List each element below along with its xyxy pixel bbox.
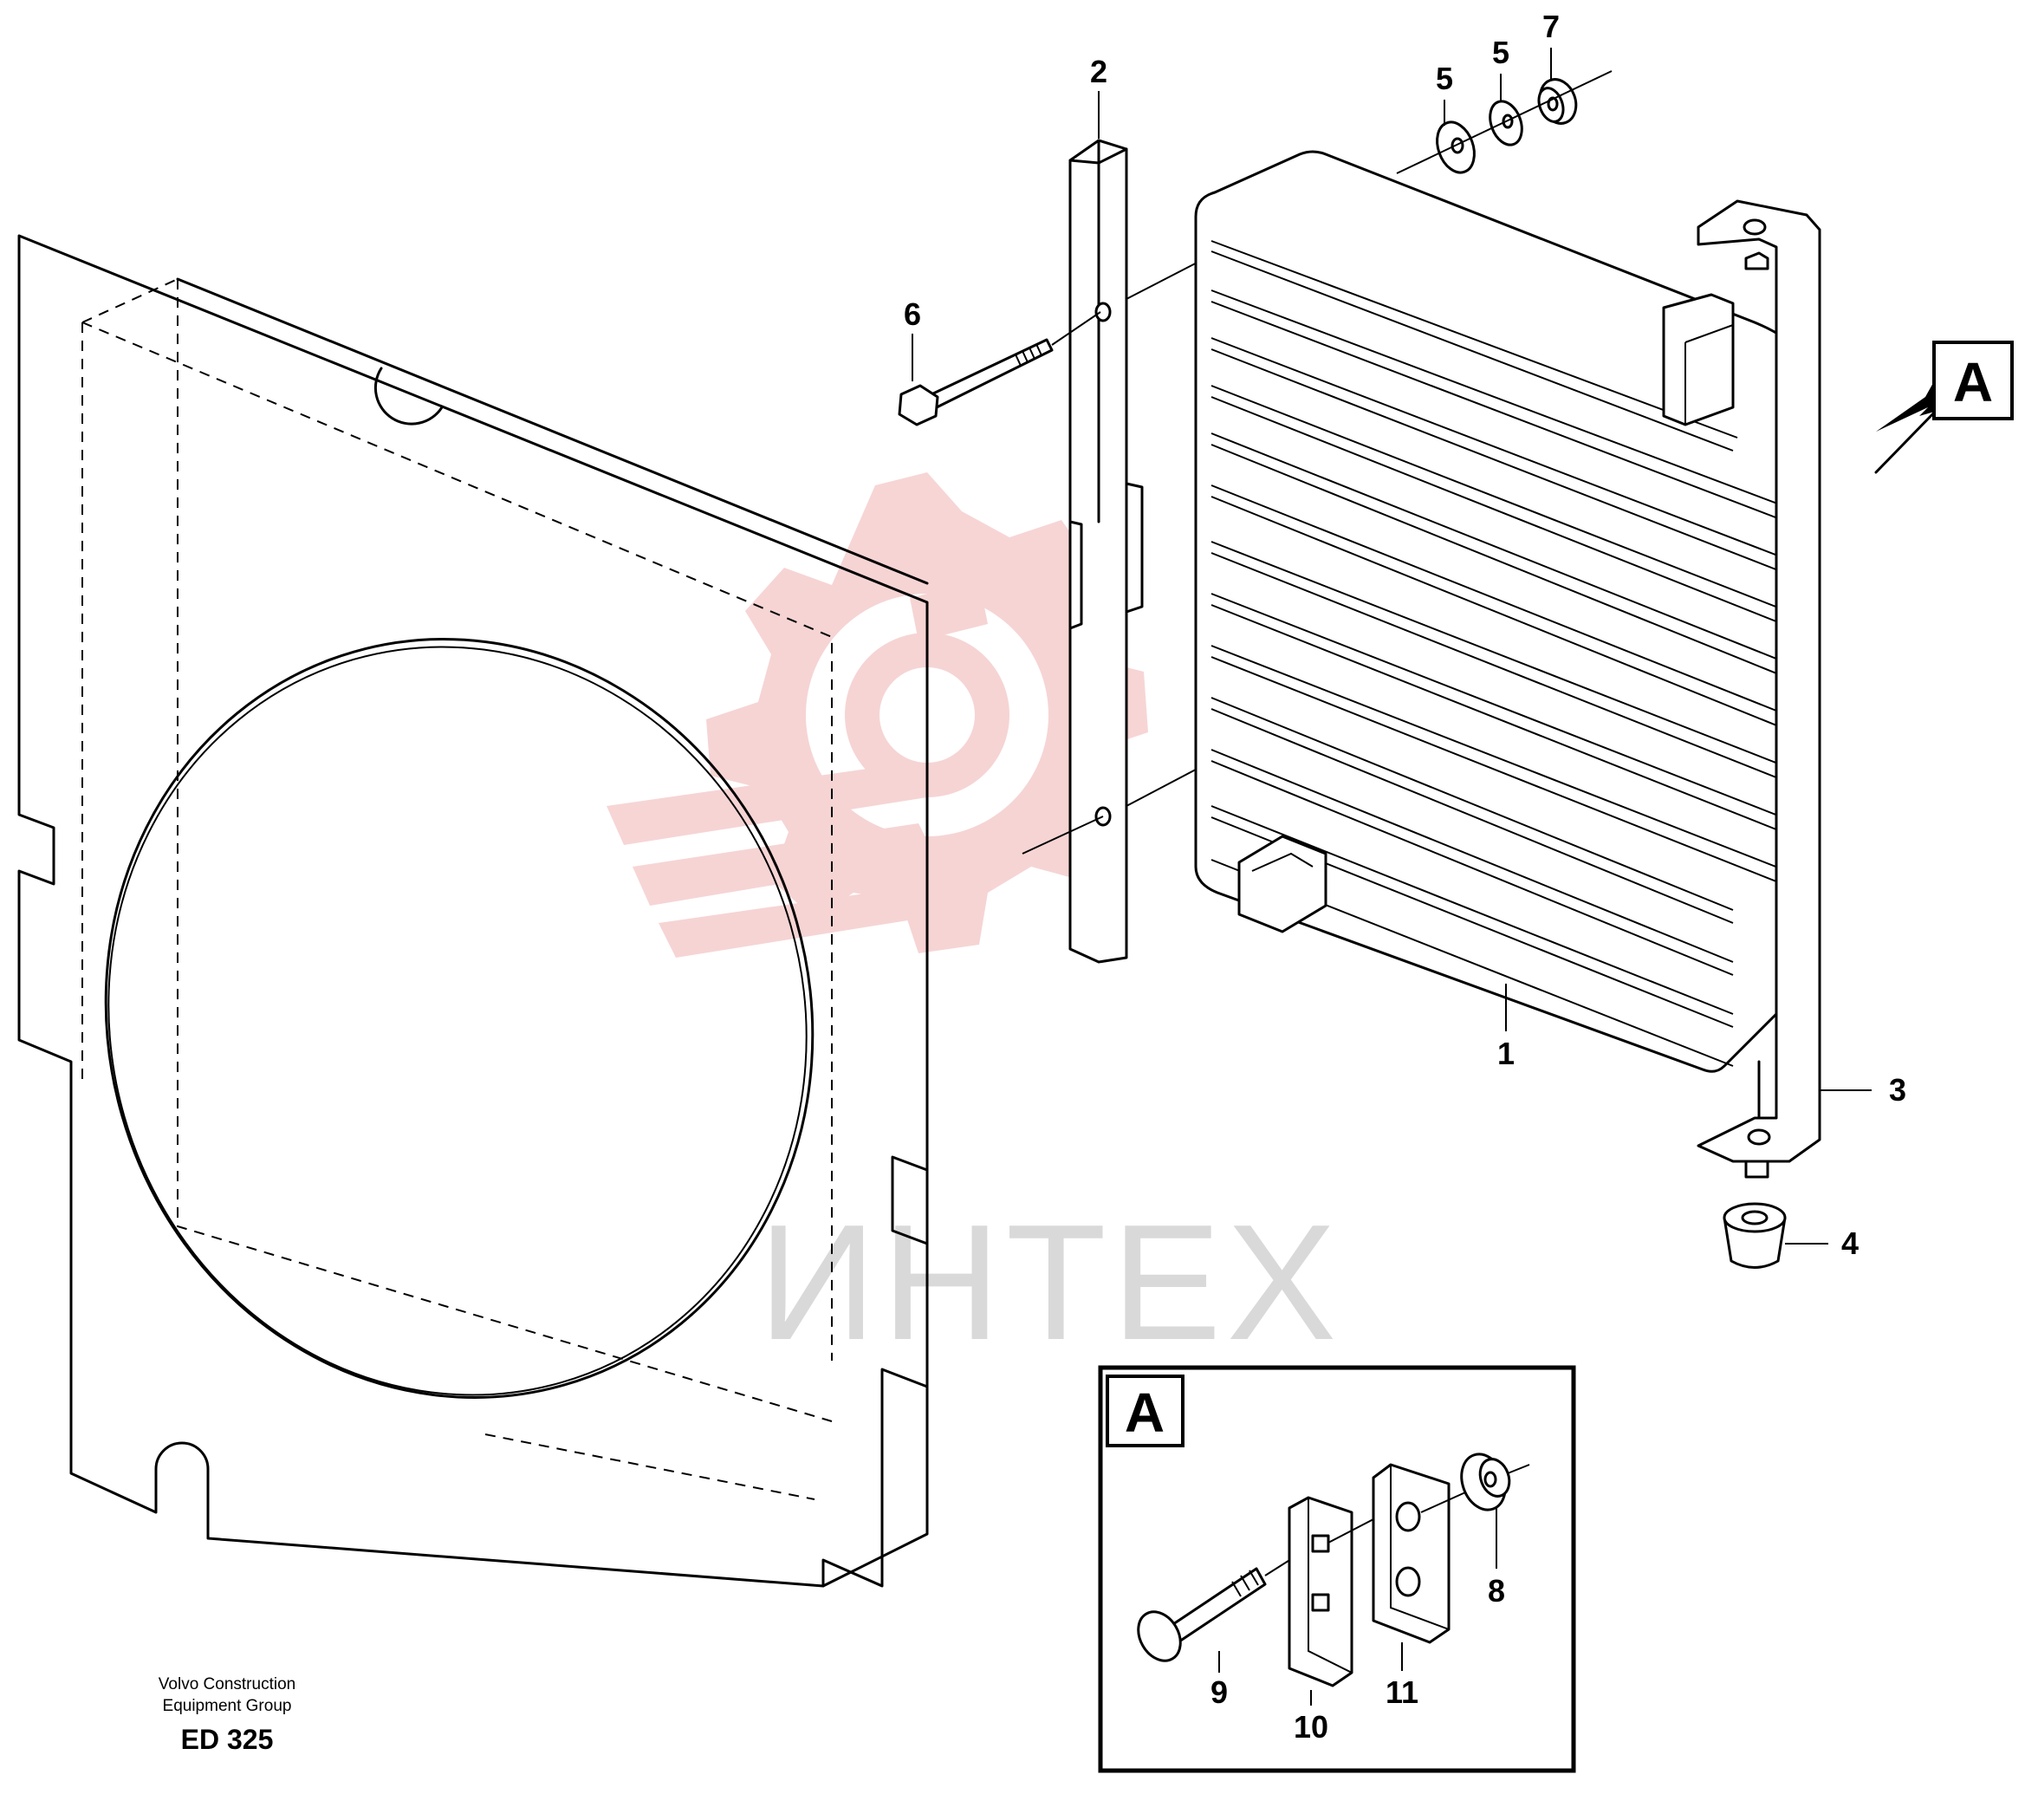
detail-a-inset — [1098, 1365, 1576, 1773]
callout-7: 7 — [1542, 9, 1560, 44]
control-unit-part-1 — [1194, 150, 1804, 1073]
callout-9: 9 — [1210, 1674, 1228, 1710]
callout-5a: 5 — [1436, 61, 1453, 96]
frame-bracket-part-3 — [1697, 199, 1821, 1179]
callout-11: 11 — [1386, 1674, 1418, 1710]
watermark-logo — [607, 472, 1148, 958]
callout-5b: 5 — [1492, 35, 1509, 70]
caption-code: ED 325 — [181, 1724, 274, 1755]
callout-2: 2 — [1090, 54, 1107, 89]
callout-10: 10 — [1294, 1709, 1328, 1745]
callout-1: 1 — [1497, 1036, 1515, 1071]
nut-part-7 — [1537, 78, 1578, 125]
view-ref-box — [1932, 341, 2014, 420]
callout-8: 8 — [1488, 1573, 1505, 1609]
view-arrow — [1876, 381, 1950, 432]
watermark-text: ИНТЕХ — [758, 1191, 1341, 1375]
bushing-part-4 — [1723, 1202, 1787, 1269]
stud-axis-line — [1396, 70, 1613, 174]
callout-4: 4 — [1841, 1225, 1859, 1261]
fan-shroud-panel — [17, 234, 929, 1588]
callout-6: 6 — [904, 296, 921, 332]
bolt-part-6 — [898, 311, 1101, 426]
block-part-11 — [1372, 1463, 1474, 1644]
caption-line-2: Equipment Group — [163, 1697, 292, 1715]
view-arrow-shaft — [1874, 406, 1941, 474]
washer-part-5-a — [1436, 120, 1476, 174]
flange-nut-part-8 — [1460, 1453, 1530, 1511]
caption-line-1: Volvo Construction — [159, 1675, 295, 1693]
view-ref-label: A — [1953, 351, 1993, 413]
washer-part-5-b — [1489, 100, 1523, 146]
bracket-part-2 — [1022, 139, 1210, 964]
cooling-fins — [1210, 240, 1799, 1067]
callout-3: 3 — [1889, 1072, 1906, 1108]
detail-ref-label: A — [1125, 1381, 1165, 1444]
